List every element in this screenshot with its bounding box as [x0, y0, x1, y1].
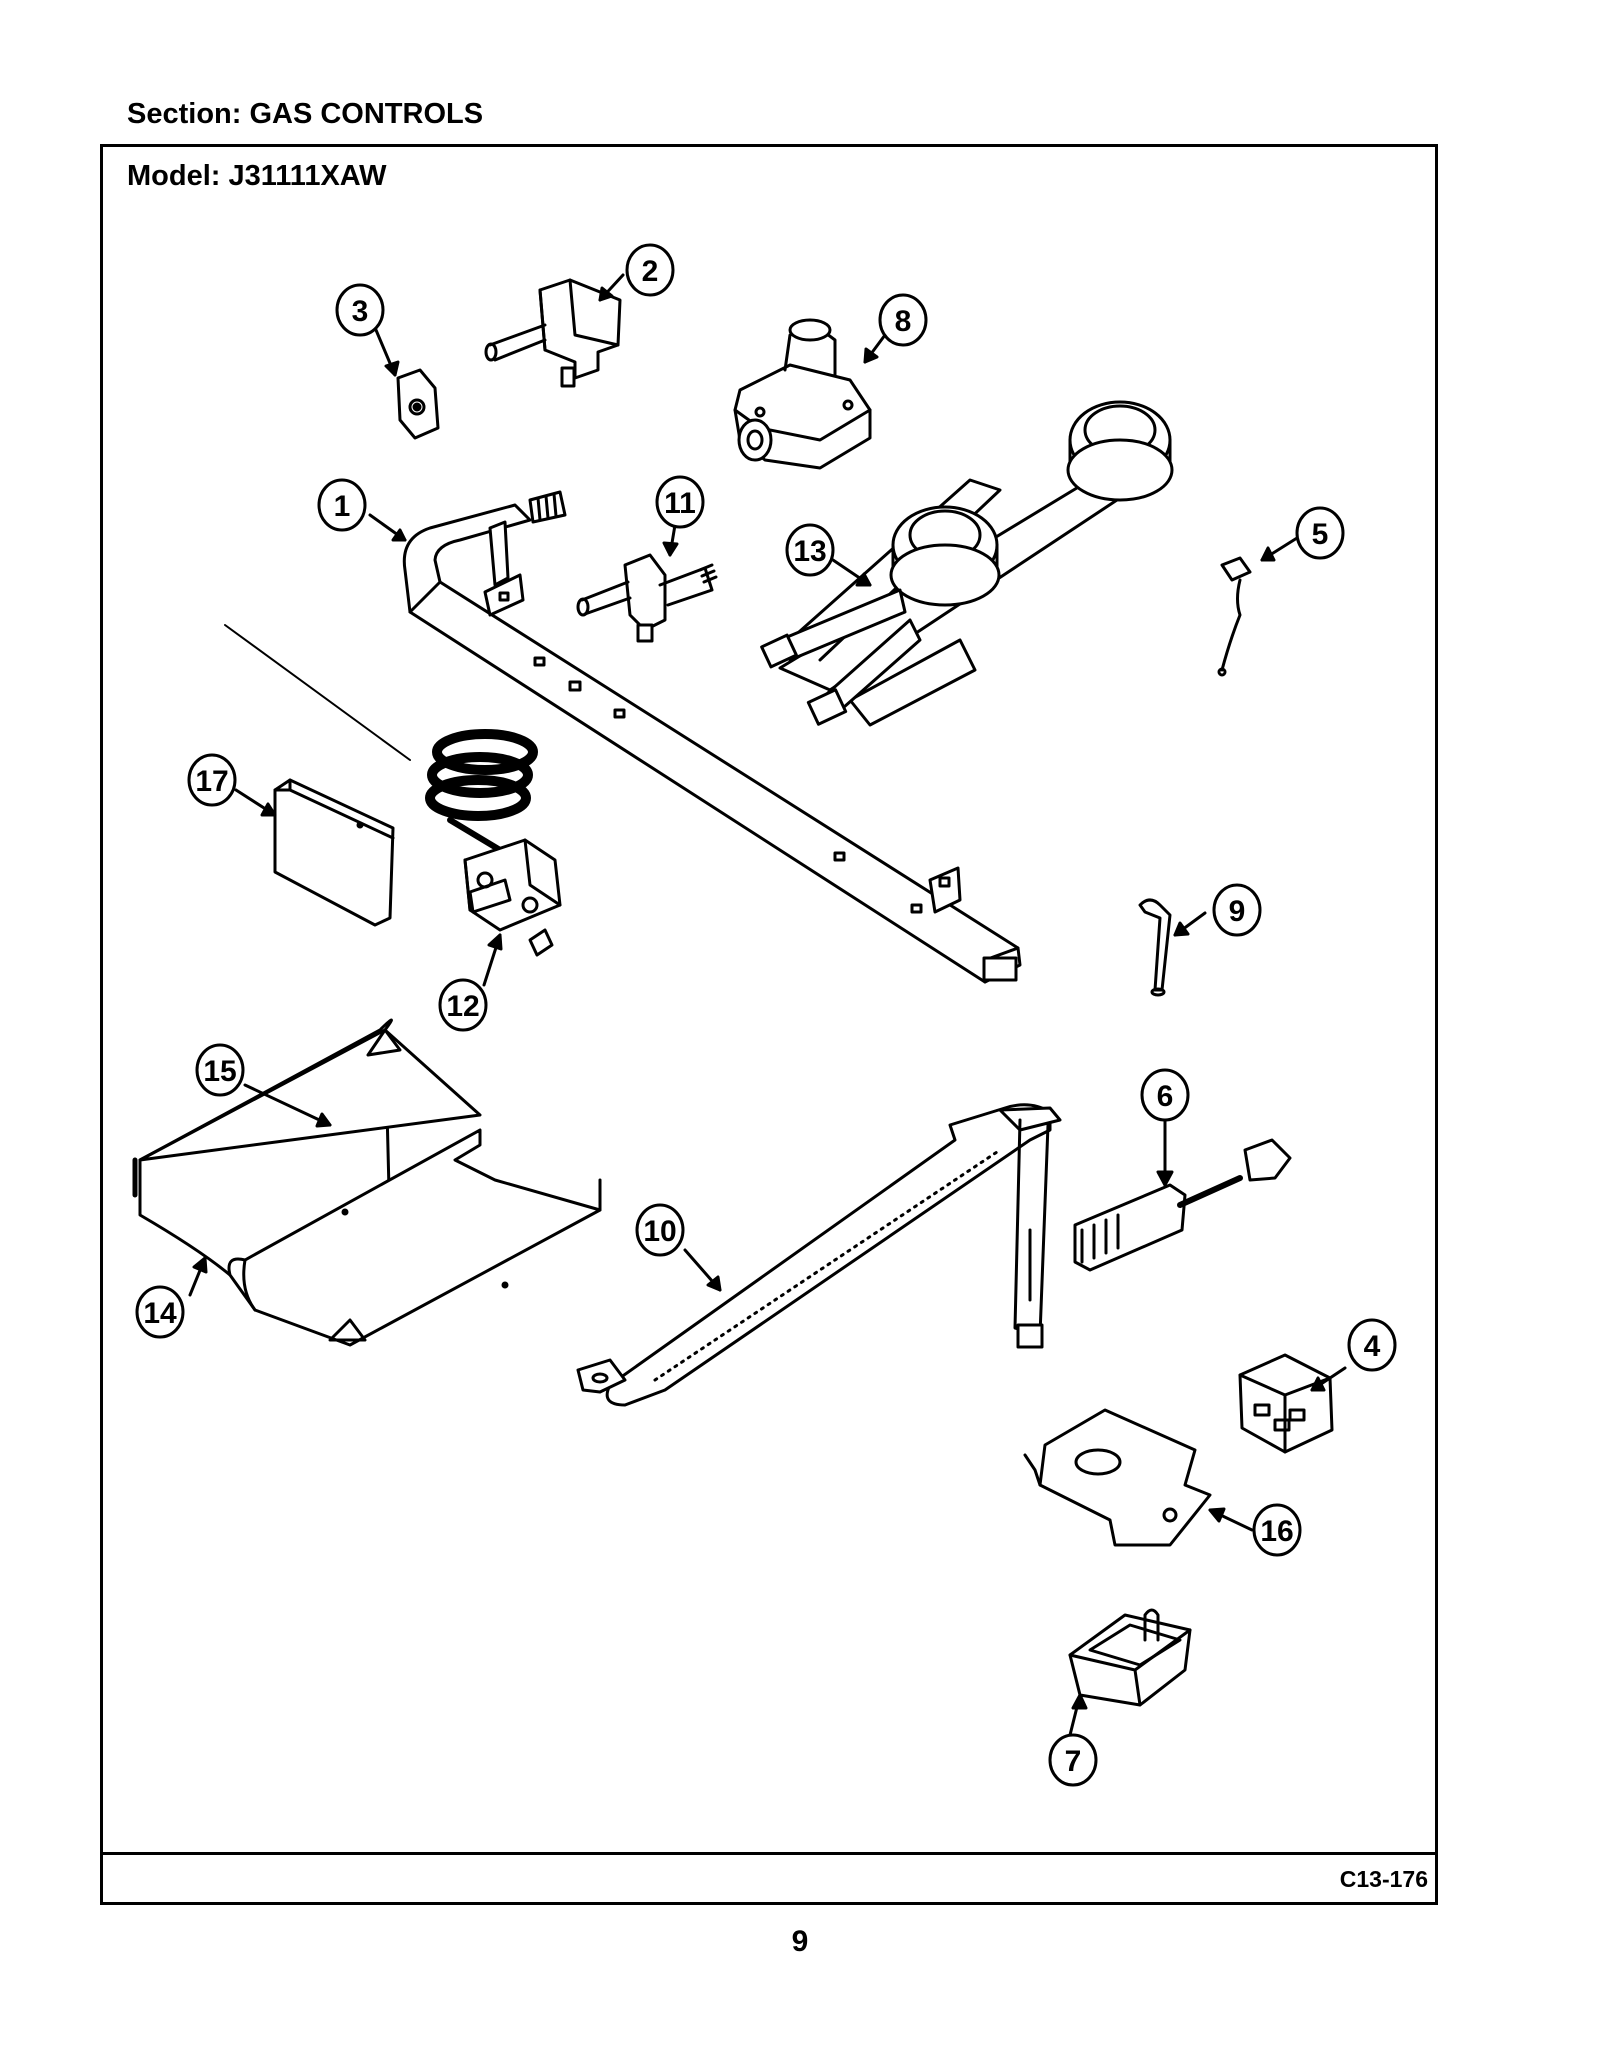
figure-code: C13-176: [1339, 1866, 1428, 1892]
callout-13: 13: [785, 523, 835, 577]
callout-6: 6: [1140, 1068, 1190, 1122]
igniter-drawing: [1073, 1138, 1292, 1272]
footer-divider: [100, 1852, 1438, 1855]
callout-11: 11: [655, 475, 705, 529]
callout-10: 10: [635, 1203, 685, 1257]
leader-arrows: [188, 273, 1347, 1737]
burner-shield-drawing: [132, 1018, 602, 1347]
callout-2-label: 2: [642, 255, 659, 288]
burner-valve-drawing: [484, 278, 622, 388]
pressure-regulator-drawing: [733, 318, 872, 470]
callout-16-label: 16: [1260, 1515, 1293, 1548]
callout-5-label: 5: [1312, 518, 1329, 551]
callout-7: 7: [1048, 1733, 1098, 1787]
callout-17: 17: [187, 753, 237, 807]
callout-15-label: 15: [203, 1055, 236, 1088]
burner-assembly-drawing: [760, 400, 1174, 727]
mounting-bracket-drawing: [1023, 1408, 1212, 1547]
callout-8: 8: [878, 293, 928, 347]
callout-9-label: 9: [1229, 895, 1246, 928]
top-burner-valve-drawing: [576, 553, 718, 643]
callout-15: 15: [195, 1043, 245, 1097]
callout-1-label: 1: [334, 490, 351, 523]
callout-17-label: 17: [195, 765, 228, 798]
callout-3: 3: [335, 283, 385, 337]
nut-clip-drawing: [396, 368, 440, 440]
callout-13-label: 13: [793, 535, 826, 568]
callout-10-label: 10: [643, 1215, 676, 1248]
callout-9: 9: [1212, 883, 1262, 937]
callout-14-label: 14: [143, 1297, 177, 1330]
callout-16: 16: [1252, 1503, 1302, 1557]
callout-12: 12: [438, 978, 488, 1032]
manifold-pipe-drawing: [402, 490, 1022, 984]
callout-1: 1: [317, 478, 367, 532]
callout-6-label: 6: [1157, 1080, 1174, 1113]
callout-4: 4: [1347, 1318, 1397, 1372]
page-number: 9: [791, 1925, 809, 1958]
oven-thermostat-drawing: [224, 624, 562, 957]
callout-14: 14: [135, 1285, 185, 1339]
oven-burner-drawing: [576, 1103, 1062, 1407]
model-title: Model: J31111XAW: [127, 160, 387, 192]
callout-5: 5: [1295, 506, 1345, 560]
spark-electrode-drawing: [1217, 556, 1252, 677]
callout-8-label: 8: [895, 305, 912, 338]
callout-4-label: 4: [1364, 1330, 1381, 1363]
section-title: Section: GAS CONTROLS: [127, 98, 484, 130]
callout-3-label: 3: [352, 295, 369, 328]
pressure-switch-drawing: [1068, 1608, 1192, 1707]
callout-12-label: 12: [446, 990, 479, 1023]
diagram-frame: [100, 144, 1438, 1905]
callout-7-label: 7: [1065, 1745, 1082, 1778]
callout-2: 2: [625, 243, 675, 297]
spark-module-drawing: [1238, 1353, 1334, 1454]
gas-tube-drawing: [1138, 898, 1172, 997]
callout-11-label: 11: [664, 487, 696, 520]
cover-plate-drawing: [273, 778, 395, 927]
